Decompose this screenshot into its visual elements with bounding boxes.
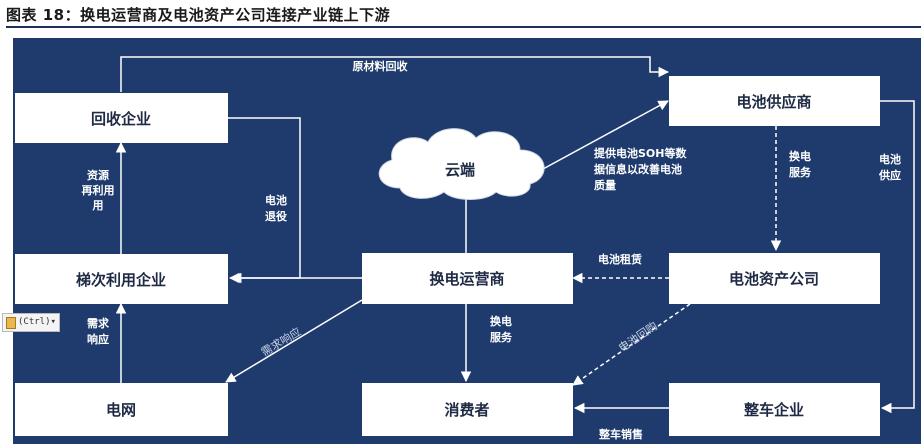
node-grid-label: 电网 [106,401,136,419]
label-demand-response-2: 响应 [87,332,109,346]
label-soh-data-2: 据信息以改善电池 [594,162,682,176]
label-resource-reuse-1: 资源 [87,168,109,182]
edge-battery-retire [228,117,301,284]
node-operator [362,253,573,304]
label-battery-lease: 电池租赁 [598,252,642,266]
label-swap-service-mid-2: 服务 [490,330,513,344]
label-battery-retire-2: 退役 [265,209,287,223]
node-battery-supplier-label: 电池供应商 [736,93,811,111]
label-soh-data-3: 质量 [594,178,616,192]
node-oem-label: 整车企业 [744,401,804,419]
cloud-icon [378,128,545,200]
node-asset-company [669,253,880,304]
label-swap-service-right-2: 服务 [789,165,812,179]
node-consumer-label: 消费者 [444,401,489,419]
label-swap-service-right-1: 换电 [789,149,811,163]
edge-battery-supply [880,100,915,414]
paste-options-label: (Ctrl)▾ [18,317,56,327]
label-soh-data-1: 提供电池SOH等数 [594,146,687,160]
node-asset-company-label: 电池资产公司 [729,270,819,288]
label-swap-service-mid-1: 换电 [490,314,512,328]
label-battery-retire-1: 电池 [265,193,287,207]
node-cascade [15,254,228,304]
edge-raw-material [120,56,670,92]
edge-battery-buyback [572,303,691,386]
node-cloud-label: 云端 [445,161,475,179]
title-divider [6,26,921,28]
edge-demand-response-diag [225,299,363,383]
label-battery-buyback: 电池回购 [616,319,660,355]
label-demand-response-1: 需求 [87,316,110,330]
clipboard-icon [6,316,16,329]
node-grid [15,383,228,436]
node-cascade-label: 梯次利用企业 [76,271,166,289]
label-vehicle-sales: 整车销售 [598,427,643,441]
node-recycling [15,93,228,143]
node-recycling-label: 回收企业 [91,110,151,128]
node-consumer [362,383,573,436]
label-resource-reuse-2: 再利用 [82,183,115,197]
figure-title: 图表 18：换电运营商及电池资产公司连接产业链上下游 [6,6,391,24]
label-battery-supply-1: 电池 [879,152,901,166]
paste-options-button[interactable]: (Ctrl)▾ [2,313,60,332]
edge-soh-data [531,100,669,176]
label-battery-supply-2: 供应 [878,168,901,182]
node-battery-supplier [669,76,880,126]
label-demand-response-diag: 需求响应 [258,324,303,359]
label-resource-reuse-3: 用 [93,199,104,212]
label-raw-material: 原材料回收 [353,59,408,73]
node-operator-label: 换电运营商 [429,270,504,288]
node-oem [669,383,880,436]
